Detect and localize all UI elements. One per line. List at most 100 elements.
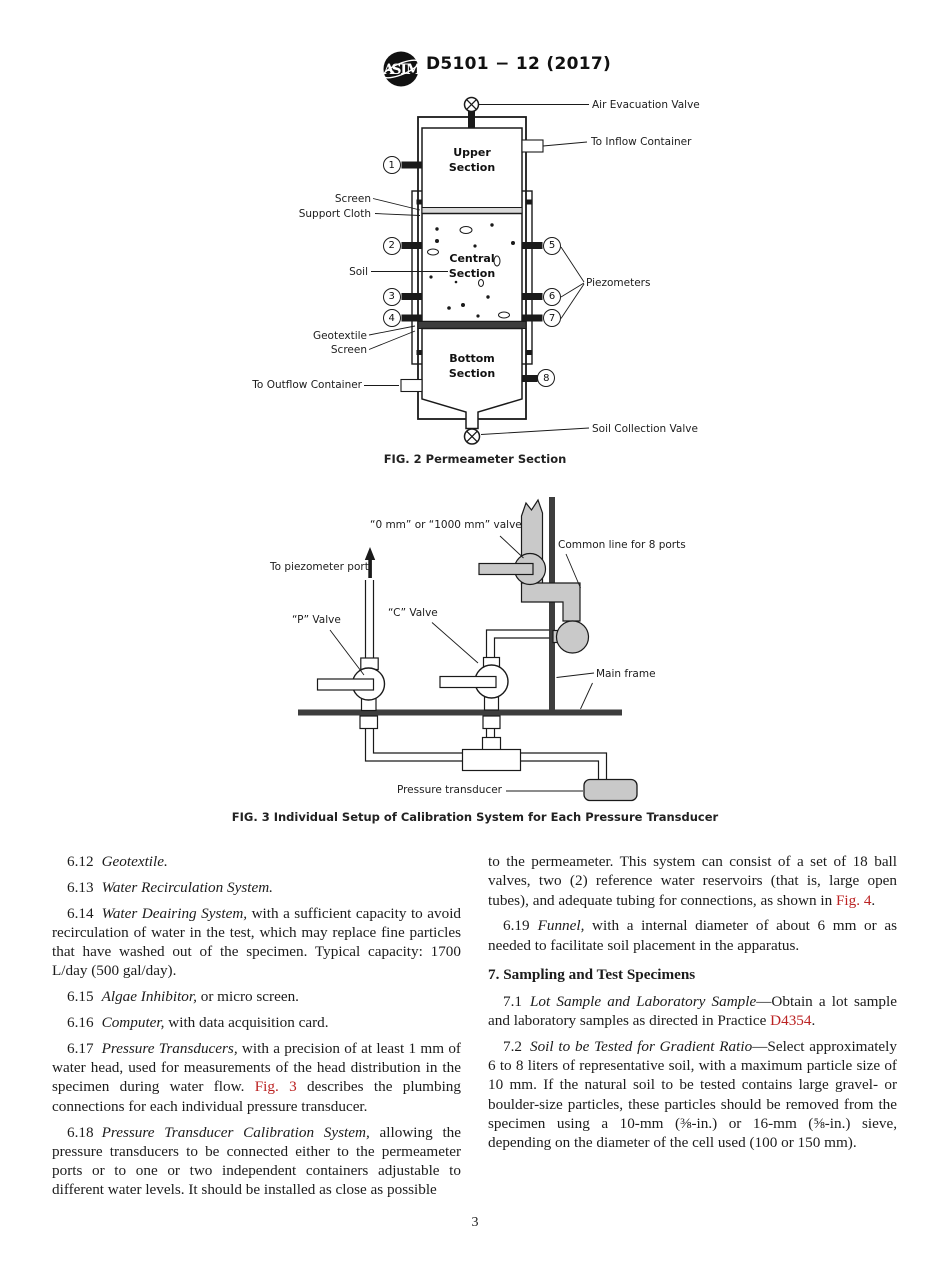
clause-text: —Obtain a lot sample and laboratory samp…	[488, 992, 897, 1030]
port-2-badge: 2	[382, 236, 401, 255]
transducer-piping	[520, 752, 608, 780]
label-support-cloth: Support Cloth	[298, 208, 371, 220]
clause-term: Geotextile.	[101, 853, 168, 870]
upper-section-box	[421, 127, 523, 214]
clause-number: 6.18	[67, 1123, 94, 1141]
label-pressure-transducer: Pressure transducer	[396, 784, 502, 796]
outflow-port	[400, 378, 423, 393]
label-to-inflow-container: To Inflow Container	[591, 136, 692, 148]
port-3-badge: 3	[382, 287, 401, 306]
clause-term: Soil to be Tested for Gradient Ratio	[529, 1037, 753, 1055]
clause-6-18-continued: to the permeameter. This system can cons…	[488, 852, 897, 910]
page-number: 3	[471, 1215, 479, 1230]
port-8-badge: 8	[537, 369, 556, 388]
label-p-valve: “P” Valve	[292, 614, 341, 626]
upper-section-label: Upper Section	[448, 146, 496, 174]
up-arrow-icon	[364, 547, 376, 560]
clause-term: Pressure Transducers,	[101, 1039, 238, 1057]
label-screen-bottom: Screen	[330, 344, 367, 356]
bottom-section-label: Bottom Section	[448, 352, 496, 380]
clause-text: .	[871, 891, 876, 909]
label-piezometers: Piezometers	[586, 277, 651, 289]
clause-text: .	[811, 1012, 816, 1030]
clause-term: Algae Inhibitor,	[101, 988, 197, 1006]
p-valve-assembly	[316, 547, 464, 762]
bottom-section-box	[421, 327, 523, 430]
fig3-calibration-diagram	[298, 497, 638, 802]
standard-designation: D5101 − 12 (2017)	[426, 54, 612, 74]
port-4-badge: 4	[382, 309, 401, 327]
fig3-leader-lines	[329, 535, 595, 792]
central-section-label: Central Section	[448, 252, 496, 280]
clause-term: Lot Sample and Laboratory Sample	[529, 992, 757, 1010]
c-valve-assembly	[439, 629, 550, 738]
clause-number: 7.2	[503, 1037, 522, 1055]
port-5-badge: 5	[543, 236, 561, 255]
right-column: to the permeameter. This system can cons…	[488, 852, 897, 1206]
fig2-leader-lines	[364, 104, 590, 435]
label-air-evacuation-valve: Air Evacuation Valve	[592, 99, 700, 111]
clause-number: 6.19	[503, 917, 530, 935]
label-common-line: Common line for 8 ports	[558, 539, 686, 551]
fig3-caption: FIG. 3 Individual Setup of Calibration S…	[231, 810, 719, 824]
clause-text: with a precision of at least 1 mm of wat…	[52, 1039, 461, 1096]
clause-number: 6.12	[67, 853, 94, 870]
clause-text: with a sufficient capacity to avoid reci…	[52, 904, 462, 980]
clause-text: or micro screen.	[196, 988, 299, 1006]
screen-band	[421, 207, 523, 214]
main-frame-vertical	[549, 497, 555, 712]
label-main-frame: Main frame	[596, 668, 656, 680]
geotextile-band	[417, 321, 527, 329]
soil-collection-valve-icon	[463, 428, 481, 445]
clause-text: allowing the pressure transducers to be …	[52, 1123, 462, 1199]
label-to-piezometer-port: To piezometer port	[270, 561, 369, 573]
label-c-valve: “C” Valve	[388, 607, 438, 619]
clause-number: 6.16	[67, 1014, 94, 1032]
port-7-badge: 7	[543, 309, 561, 327]
clause-6-18: 6.18 Pressure Transducer Calibration Syst…	[52, 1123, 461, 1200]
link-d4354[interactable]: D4354	[770, 1012, 812, 1030]
body-text: 6.12 Geotextile. 6.13 Water Recirculation …	[52, 852, 898, 1206]
clause-term: Water Recirculation System.	[101, 878, 273, 896]
clause-term: Pressure Transducer Calibration System,	[101, 1123, 370, 1141]
label-soil: Soil	[349, 266, 368, 278]
clause-number: 7.1	[503, 992, 522, 1010]
common-line-assembly	[478, 498, 590, 654]
collar-bolts	[416, 199, 532, 355]
link-fig-4[interactable]: Fig. 4	[835, 891, 872, 909]
soil-voids	[427, 226, 510, 319]
label-to-outflow-container: To Outflow Container	[252, 379, 362, 391]
clause-term: Water Deairing System,	[101, 904, 248, 922]
clause-number: 6.17	[67, 1039, 94, 1057]
port-1-badge: 1	[382, 156, 401, 174]
fig2-caption: FIG. 2 Permeameter Section	[383, 452, 567, 466]
clause-text: to the permeameter. This system can cons…	[488, 853, 897, 909]
section-7-heading: 7. Sampling and Test Specimens	[488, 965, 696, 983]
soil-particles	[429, 223, 515, 318]
clause-text: with a internal diameter of about 6 mm o…	[488, 917, 897, 954]
clause-6-13: 6.13 Water Recirculation System.	[52, 878, 461, 897]
clause-text: with data acquisition card.	[164, 1014, 329, 1032]
fig2-permeameter-diagram	[364, 96, 590, 445]
clause-term: Computer,	[101, 1014, 165, 1032]
clause-7-1: 7.1 Lot Sample and Laboratory Sample—Obta…	[488, 992, 897, 1031]
air-evacuation-valve-icon	[463, 96, 480, 128]
clause-term: Funnel,	[537, 917, 585, 935]
pressure-transducer-icon	[583, 778, 638, 802]
label-soil-collection-valve: Soil Collection Valve	[592, 423, 698, 435]
left-column: 6.12 Geotextile. 6.13 Water Recirculation …	[52, 852, 461, 1206]
link-fig-3[interactable]: Fig. 3	[254, 1078, 297, 1096]
clause-6-12: 6.12 Geotextile.	[52, 852, 461, 871]
clause-6-19: 6.19 Funnel, with a internal diameter of …	[488, 916, 897, 955]
clause-number: 6.13	[67, 878, 94, 896]
astm-logo-icon: ASTM	[383, 51, 421, 87]
port-ticks	[401, 161, 543, 382]
tee-junction	[461, 736, 522, 772]
clause-text: describes the plumbing connections for e…	[52, 1078, 461, 1115]
inflow-port	[521, 139, 544, 153]
main-frame-horizontal	[298, 709, 622, 716]
svg-text:ASTM: ASTM	[383, 62, 421, 78]
